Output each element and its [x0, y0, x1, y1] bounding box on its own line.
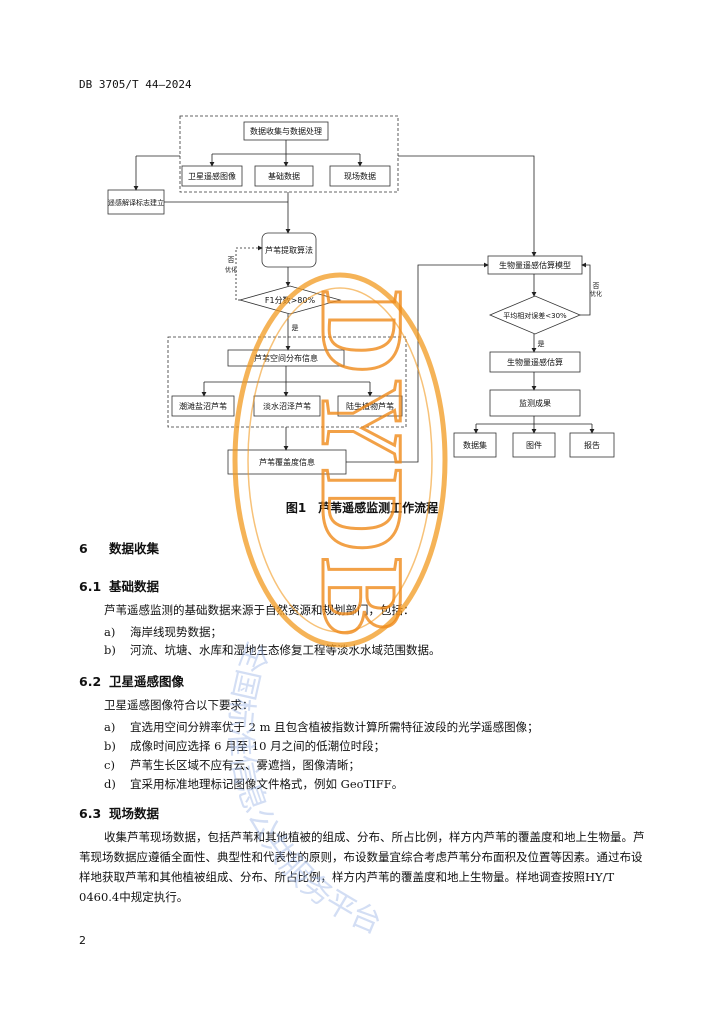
map-label: 图件 — [526, 440, 542, 450]
list-item: a)海岸线现势数据； — [104, 625, 222, 639]
f1-label: F1分数>80% — [265, 295, 316, 305]
result-label: 监测成果 — [519, 398, 551, 408]
page-number: 2 — [79, 934, 86, 947]
error-label: 平均相对误差<30% — [503, 311, 567, 320]
field-label: 现场数据 — [344, 171, 376, 181]
f1-no-label: 否 — [228, 256, 235, 264]
list-item: b)河流、坑塘、水库和湿地生态修复工程等淡水水域范围数据。 — [104, 643, 441, 657]
tidal-label: 潮滩盐沼芦苇 — [179, 401, 227, 411]
collect-label: 数据收集与数据处理 — [250, 126, 322, 136]
satellite-label: 卫星遥感图像 — [188, 171, 236, 181]
list-item: c)芦苇生长区域不应有云、雾遮挡，图像清晰； — [104, 758, 360, 772]
data-group-frame — [179, 115, 399, 193]
report-label: 报告 — [584, 440, 600, 450]
paragraph-6-1: 芦苇遥感监测的基础数据来源于自然资源和规划部门，包括： — [104, 603, 415, 617]
algorithm-label: 芦苇提取算法 — [265, 245, 313, 255]
error-yes-label: 是 — [538, 340, 545, 348]
model-label: 生物量遥感估算模型 — [499, 260, 571, 270]
figure-caption: 图1 芦苇遥感监测工作流程 — [285, 501, 439, 515]
paragraph-6-3: 收集芦苇现场数据，包括芦苇和其他植被的组成、分布、所占比例，样方内芦苇的覆盖度和… — [79, 830, 645, 904]
f1-yes-label: 是 — [292, 324, 299, 332]
list-item: b)成像时间应选择 6 月至 10 月之间的低潮位时段； — [104, 739, 386, 753]
error-no-label: 否 — [593, 282, 600, 290]
list-item: a)宜选用空间分辨率优于 2 m 且包含植被指数计算所需特征波段的光学遥感图像； — [104, 720, 539, 734]
list-item: d)宜采用标准地理标记图像文件格式，例如 GeoTIFF。 — [104, 777, 404, 791]
terrestrial-label: 陆生植物芦苇 — [346, 401, 394, 411]
paragraph-6-2: 卫星遥感图像符合以下要求： — [104, 698, 254, 712]
interpret-label: 遥感解译标志建立 — [108, 198, 164, 207]
coverage-label: 芦苇覆盖度信息 — [259, 457, 315, 467]
document-code: DB 3705/T 44—2024 — [79, 78, 192, 91]
basic-label: 基础数据 — [268, 171, 300, 181]
dataset-label: 数据集 — [463, 440, 487, 450]
biomass-label: 生物量遥感估算 — [507, 357, 563, 367]
error-optimize-label: 优化 — [590, 290, 602, 298]
distribution-label: 芦苇空间分布信息 — [254, 353, 318, 363]
freshwater-label: 淡水沼泽芦苇 — [263, 401, 311, 411]
workflow-flowchart: 数据收集与数据处理 卫星遥感图像 基础数据 现场数据 遥感解译标志建立 芦苇提取… — [107, 115, 615, 475]
f1-optimize-label: 优化 — [225, 266, 237, 274]
